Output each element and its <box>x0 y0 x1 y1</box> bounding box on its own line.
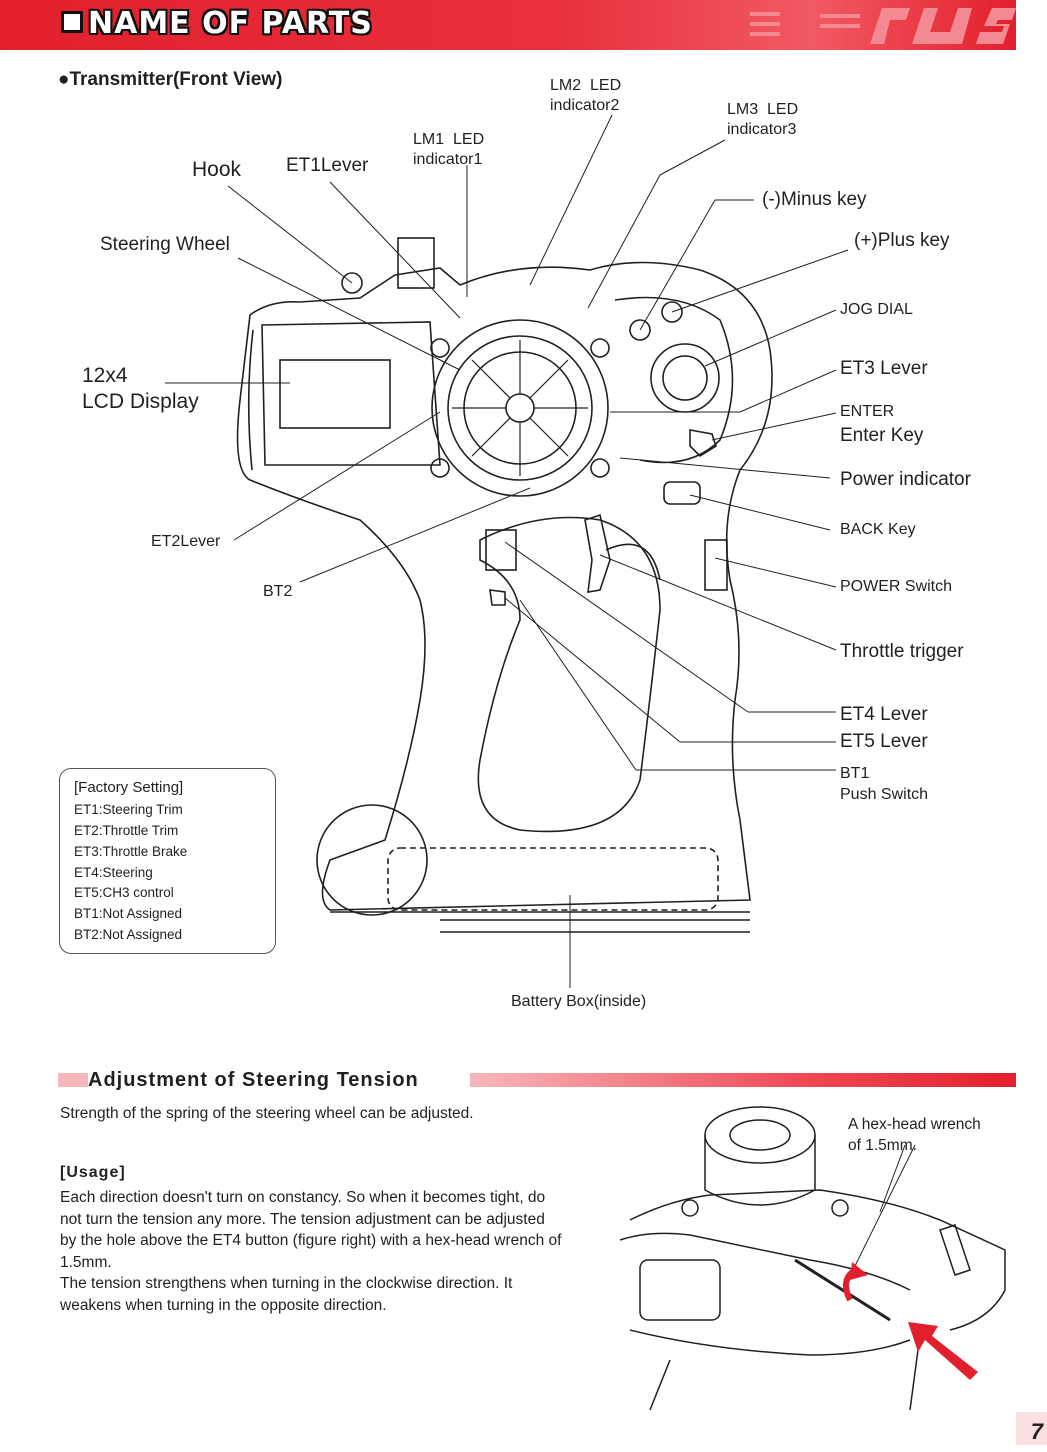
brand-logo <box>750 8 1016 44</box>
usage-heading: [Usage] <box>60 1164 126 1181</box>
label-lm2: LM2 LED indicator2 <box>550 77 622 114</box>
usage-line: not turn the tension any more. The tensi… <box>60 1210 545 1228</box>
label-bt2: BT2 <box>263 583 293 600</box>
wrench-label-line1: A hex-head wrench <box>848 1116 981 1133</box>
label-throttle-trigger: Throttle trigger <box>840 641 964 662</box>
usage-text: Each direction doesn't turn on constancy… <box>60 1187 600 1316</box>
factory-setting-item: ET1:Steering Trim <box>74 802 183 817</box>
label-lcd-line2: LCD Display <box>82 390 199 413</box>
usage-line: Each direction doesn't turn on constancy… <box>60 1189 546 1206</box>
label-et5: ET5 Lever <box>840 731 928 752</box>
label-power-indicator: Power indicator <box>840 469 971 490</box>
factory-setting-item: BT1:Not Assigned <box>74 906 183 921</box>
label-steering-wheel: Steering Wheel <box>100 234 230 255</box>
label-et1: ET1Lever <box>286 155 369 176</box>
label-bt1-line1: BT1 <box>840 765 870 782</box>
label-et3: ET3 Lever <box>840 358 928 379</box>
title-square-icon <box>61 11 83 33</box>
usage-line: weakens when turning in the opposite dir… <box>60 1296 387 1314</box>
page-title: NAME OF PARTS <box>88 6 373 41</box>
usage-line: The tension strengthens when turning in … <box>60 1275 513 1292</box>
label-hook: Hook <box>192 158 242 181</box>
section-title-front-view: ●Transmitter(Front View) <box>58 69 283 90</box>
usage-line: 1.5mm. <box>60 1253 112 1271</box>
factory-setting-item: ET3:Throttle Brake <box>74 844 188 859</box>
label-et4: ET4 Lever <box>840 704 928 725</box>
label-et2: ET2Lever <box>151 533 221 550</box>
label-enter-line2: Enter Key <box>840 425 924 446</box>
intro-text: Strength of the spring of the steering w… <box>60 1105 474 1122</box>
bullet-icon: ● <box>58 69 70 90</box>
section-bar-left <box>58 1073 88 1087</box>
factory-setting-item: ET5:CH3 control <box>74 885 174 900</box>
label-lm1: LM1 LED indicator1 <box>413 131 485 168</box>
usage-line: by the hole above the ET4 button (figure… <box>60 1232 562 1249</box>
wrench-label-line2: of 1.5mm. <box>848 1137 917 1154</box>
page-number: 7 <box>1016 1412 1047 1445</box>
label-plus-key: (+)Plus key <box>854 230 950 251</box>
transmitter-diagram <box>165 114 849 988</box>
label-enter-line1: ENTER <box>840 403 895 420</box>
section-title-steering-tension: Adjustment of Steering Tension <box>88 1069 419 1091</box>
label-bt1-line2: Push Switch <box>840 786 929 803</box>
label-back-key: BACK Key <box>840 521 916 538</box>
factory-setting-item: ET2:Throttle Trim <box>74 823 179 838</box>
factory-setting-item: ET4:Steering <box>74 865 153 880</box>
label-minus-key: (-)Minus key <box>762 189 867 210</box>
label-battery-box: Battery Box(inside) <box>511 993 647 1010</box>
wrench-illustration <box>619 1106 1006 1410</box>
factory-setting-box: [Factory Setting] ET1:Steering Trim ET2:… <box>59 768 276 954</box>
factory-setting-item: BT2:Not Assigned <box>74 927 183 942</box>
label-lm3: LM3 LED indicator3 <box>727 101 799 138</box>
label-lcd-line1: 12x4 <box>82 364 128 387</box>
factory-setting-title: [Factory Setting] <box>74 779 184 796</box>
section-bar <box>470 1073 1016 1087</box>
label-power-switch: POWER Switch <box>840 578 953 595</box>
label-jog-dial: JOG DIAL <box>840 301 913 318</box>
